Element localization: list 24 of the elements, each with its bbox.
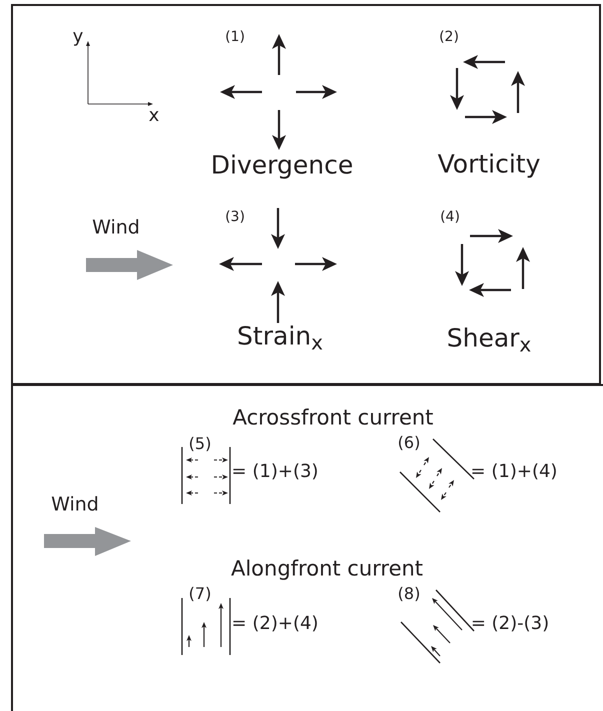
panel-number: (7) — [188, 586, 212, 602]
equation: = (1)+(4) — [470, 463, 558, 481]
axis-label: y — [72, 28, 84, 46]
wind-label: Wind — [51, 496, 99, 514]
equation: = (2)-(3) — [470, 615, 550, 633]
panel-number: (3) — [225, 210, 245, 224]
equation: = (2)+(4) — [232, 615, 318, 633]
section-title: Alongfront current — [230, 558, 424, 580]
panel-number: (2) — [439, 30, 459, 44]
panel-title: Divergence — [210, 152, 354, 178]
panel-number: (8) — [398, 586, 420, 602]
section-title: Acrossfront current — [232, 408, 434, 428]
panel-number: (5) — [188, 436, 212, 452]
panel-title: Vorticity — [438, 152, 540, 176]
equation: = (1)+(3) — [232, 463, 318, 481]
figure-panel — [11, 4, 601, 385]
figure-panel — [11, 384, 603, 711]
panel-title: Strain$_{x}$ — [237, 324, 323, 348]
panel-number: (1) — [225, 30, 245, 44]
panel-number: (6) — [398, 435, 420, 451]
panel-number: (4) — [440, 210, 460, 224]
wind-label: Wind — [92, 218, 140, 238]
panel-title: Shear$_{x}$ — [446, 326, 532, 350]
axis-label: x — [148, 107, 160, 125]
